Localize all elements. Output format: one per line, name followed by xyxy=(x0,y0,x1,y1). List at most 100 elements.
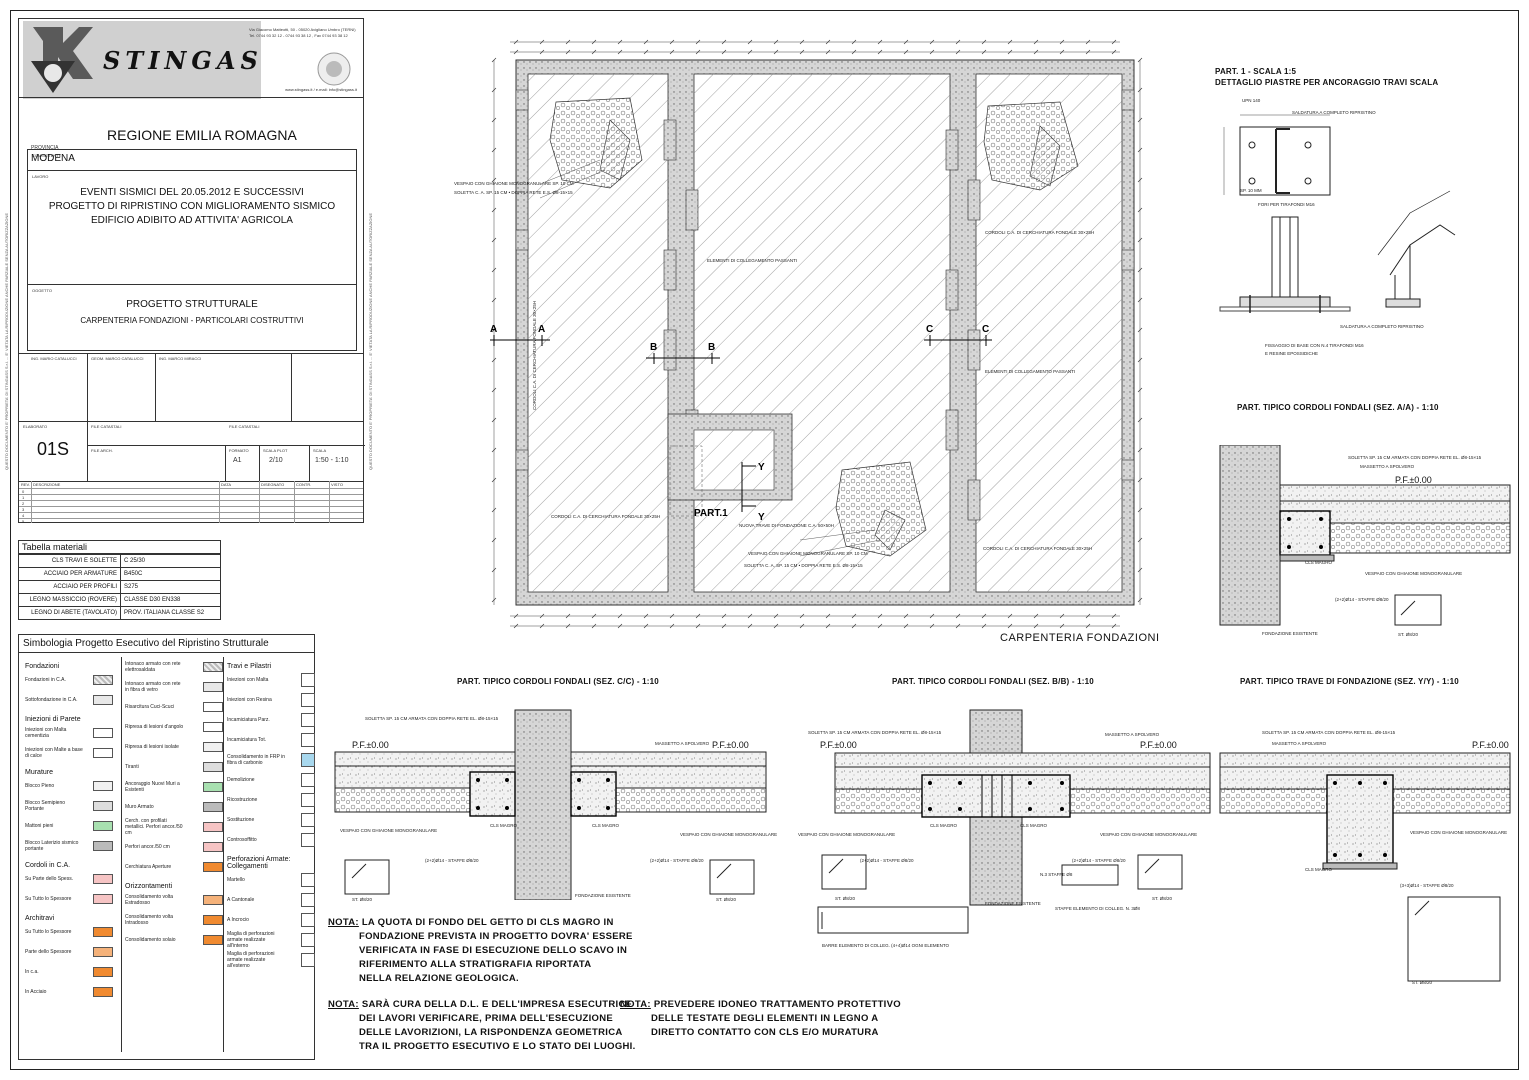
section-mark-b2: B xyxy=(708,342,715,353)
sec-aa-label-5: (2+2)Ø14 - STAFFE Ø8/20 xyxy=(1335,597,1389,602)
legend-item-label: Mattoni pieni xyxy=(25,823,54,829)
legend-swatch-icon xyxy=(301,673,315,687)
file-catastali-label-2: FILE CATASTALI xyxy=(229,424,260,429)
seal-icon xyxy=(317,52,351,86)
legend-item: A Cantonale xyxy=(227,890,315,910)
legend-swatch-icon xyxy=(301,693,315,707)
material-value: CLASSE D30 EN338 xyxy=(120,593,221,607)
section-mark-c2: C xyxy=(982,324,989,335)
rev-header: DATA xyxy=(221,482,232,487)
legend-swatch-icon xyxy=(301,793,315,807)
legend-item: A Incrocio xyxy=(227,910,315,930)
legend-item-label: A Cantonale xyxy=(227,897,255,903)
legend-item-label: Su Tutto lo Spessore xyxy=(25,929,72,935)
lavoro-frame: COMMITTENTE LAVORO EVENTI SISMICI DEL 20… xyxy=(27,149,357,351)
section-mark-y1: Y xyxy=(758,462,765,473)
legend-swatch-icon xyxy=(203,682,223,692)
plan-annotation: CORDOLI C.A. DI CERCHIATURA FONDALE 30×2… xyxy=(551,514,661,519)
legend-swatch-icon xyxy=(93,894,113,904)
legend-swatch-icon xyxy=(93,748,113,758)
sec-aa-label-3: CLS MAGRO xyxy=(1305,560,1333,565)
legend-item: Iniezioni con Malta xyxy=(227,670,315,690)
legend-item: Intonaco armato con rete elettrosaldata xyxy=(125,657,223,677)
legend-swatch-icon xyxy=(93,728,113,738)
legend-group-heading: Murature xyxy=(25,769,54,776)
sec-bb-label-5: CLS MAGRO xyxy=(930,823,958,828)
legend-item-label: Iniezioni con Malta xyxy=(227,677,269,683)
legend-item-label: In c.a. xyxy=(25,969,39,975)
legend-swatch-icon xyxy=(301,713,315,727)
sec-cc-label-9: (2+2)Ø14 - STAFFE Ø8/20 xyxy=(650,858,704,863)
legend-item-label: Fondazioni in C.A. xyxy=(25,677,66,683)
sec-bb-label-14: ST. Ø8/20 xyxy=(1152,896,1173,901)
section-mark-b1: B xyxy=(650,342,657,353)
legend-swatch-icon xyxy=(301,913,315,927)
legend-swatch-icon xyxy=(93,927,113,937)
drawing-sheet xyxy=(10,10,1519,1070)
company-web: www.stingass.it / e.mail: info@stingass.… xyxy=(285,87,357,92)
sec-bb-label-7: VESPAIO CON GHIAIONE MONOGRANULARE xyxy=(1100,832,1198,837)
legend-item-label: Risarcitura Cuci-Scuci xyxy=(125,704,175,710)
legend-item: Blocco Semipieno Portante xyxy=(25,796,113,816)
legend-item: Iniezioni con Malte a base di calce xyxy=(25,743,113,763)
legend-item: Ricostruzione xyxy=(227,790,315,810)
rev-header: CONTR. xyxy=(296,482,312,487)
legend-item-label: Controsoffitto xyxy=(227,837,257,843)
legend-group-heading: Cordoli in C.A. xyxy=(25,862,71,869)
section-yy-drawing xyxy=(1219,752,1511,982)
svg-text:STINGASS: STINGASS xyxy=(103,46,261,75)
sec-cc-label-11: ST. Ø8/20 xyxy=(352,897,373,902)
legend-swatch-icon xyxy=(203,862,223,872)
sec-bb-label-15: BARRE ELEMENTO DI COLLEG. (4+4)Ø14 OGNI … xyxy=(822,943,949,948)
part1-label-fissaggio: FISSAGGIO DI BASE CON N.4 TIRAFONDI M16 xyxy=(1265,343,1364,348)
copyright-vertical-text-2: QUESTO DOCUMENTO E' PROPRIETA' DI STINGA… xyxy=(368,212,373,470)
legend-item-label: Iniezioni con Malte a base di calce xyxy=(25,747,83,759)
legend-item: Maglia di perforazioni armate realizzate… xyxy=(227,930,315,950)
regione-title: REGIONE EMILIA ROMAGNA xyxy=(107,127,297,143)
scala-plot-value: 2/10 xyxy=(269,457,283,464)
sec-cc-label-5: CLS MAGRO xyxy=(490,823,518,828)
legend-item: Incamiciatura Tot. xyxy=(227,730,315,750)
legend-item-label: Su Tutto lo Spessore xyxy=(25,896,72,902)
legend-item-label: Sostituzione xyxy=(227,817,255,823)
legend-item: Tiranti xyxy=(125,757,223,777)
legend-item: Mattoni pieni xyxy=(25,816,113,836)
legend-title: Simbologia Progetto Esecutivo del Ripris… xyxy=(19,635,314,653)
legend-swatch-icon xyxy=(93,695,113,705)
rev-number: 4 xyxy=(22,513,25,518)
plan-title: CARPENTERIA FONDAZIONI xyxy=(1000,632,1160,644)
legend-item-label: Intonaco armato con rete in fibra di vet… xyxy=(125,681,181,693)
stingass-logo: STINGASS xyxy=(23,21,261,99)
materials-title: Tabella materiali xyxy=(18,540,221,554)
legend-item: Risarcitura Cuci-Scuci xyxy=(125,697,223,717)
legend-item-label: Incamiciatura Parz. xyxy=(227,717,270,723)
plan-annotation: VESPAIO CON GHIAIONE MONOGRANULARE SP. 1… xyxy=(454,181,574,186)
legend-item: Su Tutto lo Spessore xyxy=(25,889,113,909)
scala-value: 1:50 - 1:10 xyxy=(315,457,349,464)
part1-label-fori: FORI PER TIRAFONDI M16 xyxy=(1258,202,1315,207)
sec-bb-label-9: N.3 STAFFE Ø8 xyxy=(1040,872,1073,877)
plan-annotation: VESPAIO CON GHIAIONE MONOGRANULARE SP. 1… xyxy=(748,551,868,556)
oggetto-subtitle: CARPENTERIA FONDAZIONI - PARTICOLARI COS… xyxy=(80,316,304,325)
part1-label-resine: E RESINE EPOSSIDICHE xyxy=(1265,351,1319,356)
file-catastali-label: FILE CATASTALI xyxy=(91,424,122,429)
legend-swatch-icon xyxy=(93,967,113,977)
rev-number: 5 xyxy=(22,519,25,524)
engineer-1: ING. MARIO CATALUCCI xyxy=(31,356,77,361)
material-name: ACCIAIO PER ARMATURE xyxy=(18,567,121,581)
company-address: Via Giacomo Matteotti, 50 - 05020 Avigli… xyxy=(249,27,356,38)
provincia-label: PROVINCIA xyxy=(31,145,59,151)
sec-bb-label-10: (2+2)Ø14 - STAFFE Ø8/20 xyxy=(1072,858,1126,863)
legend-item: Blocco Pieno xyxy=(25,776,113,796)
sec-bb-label-4: VESPAIO CON GHIAIONE MONOGRANULARE xyxy=(798,832,896,837)
symbology-legend: Simbologia Progetto Esecutivo del Ripris… xyxy=(18,634,315,1060)
legend-swatch-icon xyxy=(203,822,223,832)
sec-cc-label-0: SOLETTA SP. 15 CM ARMATA CON DOPPIA RETE… xyxy=(365,716,499,721)
sec-aa-label-4: VESPAIO CON GHIAIONE MONOGRANULARE xyxy=(1365,571,1463,576)
material-value: S275 xyxy=(120,580,221,594)
legend-item-label: Parte dello Spessore xyxy=(25,949,72,955)
section-mark-c1: C xyxy=(926,324,933,335)
